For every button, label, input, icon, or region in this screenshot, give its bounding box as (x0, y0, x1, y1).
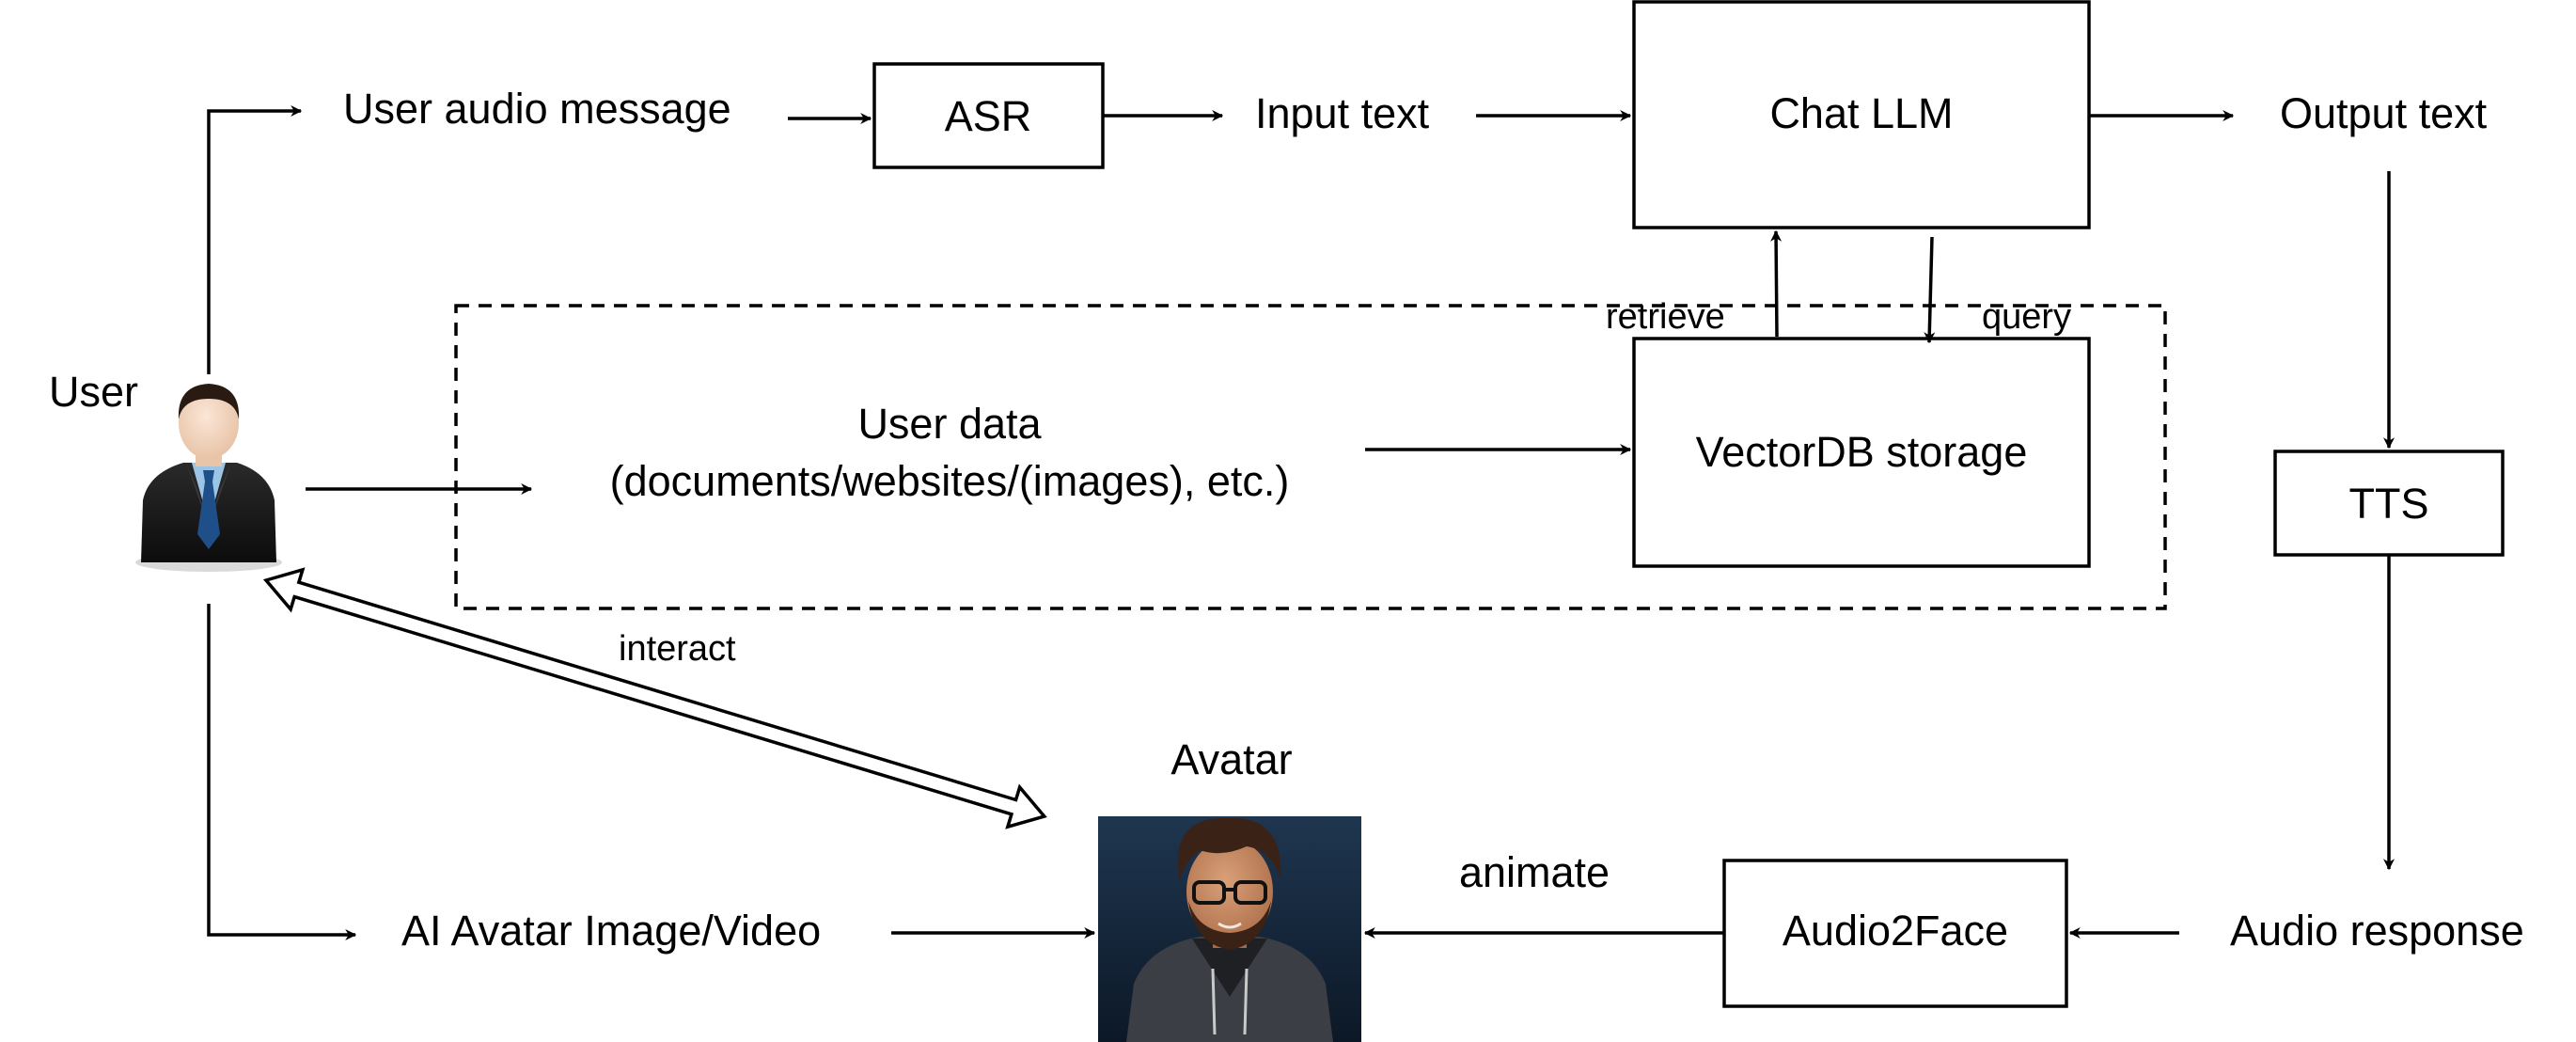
avatar-title: Avatar (1170, 735, 1292, 783)
ai-avatar-image-video-label: AI Avatar Image/Video (401, 907, 821, 955)
avatar-portrait-image (1098, 816, 1361, 1042)
tts-box (2273, 450, 2505, 557)
arrow-retrieve (1770, 229, 1783, 338)
interact-double-arrow (262, 567, 1047, 829)
user-data-types-label: (documents/websites/(images), etc.) (610, 457, 1290, 505)
user-label: User (49, 368, 138, 416)
tts-label: TTS (2349, 480, 2429, 528)
asr-label: ASR (945, 92, 1032, 140)
storage-group-dashed-box (454, 304, 2167, 610)
vectordb-label: VectorDB storage (1696, 428, 2028, 476)
animate-label: animate (1459, 848, 1610, 896)
chat-llm-label: Chat LLM (1769, 89, 1953, 137)
query-label: query (1982, 297, 2071, 337)
interact-label: interact (619, 629, 736, 669)
arrow-query (1924, 236, 1936, 344)
asr-box (872, 62, 1105, 169)
arrow-user-to-audio-message (207, 105, 303, 374)
user-audio-message-label: User audio message (343, 85, 731, 133)
audio-response-label: Audio response (2230, 907, 2524, 955)
businessman-icon (135, 384, 282, 572)
audio2face-box (1722, 859, 2068, 1008)
output-text-label: Output text (2280, 89, 2488, 137)
connectors (207, 105, 2395, 940)
arrow-user-to-avatar-source (207, 604, 357, 940)
retrieve-label: retrieve (1606, 297, 1725, 337)
user-data-label: User data (857, 400, 1042, 448)
chat-llm-box (1632, 0, 2091, 229)
audio2face-label: Audio2Face (1783, 907, 2008, 955)
vectordb-box (1632, 337, 2091, 568)
input-text-label: Input text (1255, 89, 1430, 137)
